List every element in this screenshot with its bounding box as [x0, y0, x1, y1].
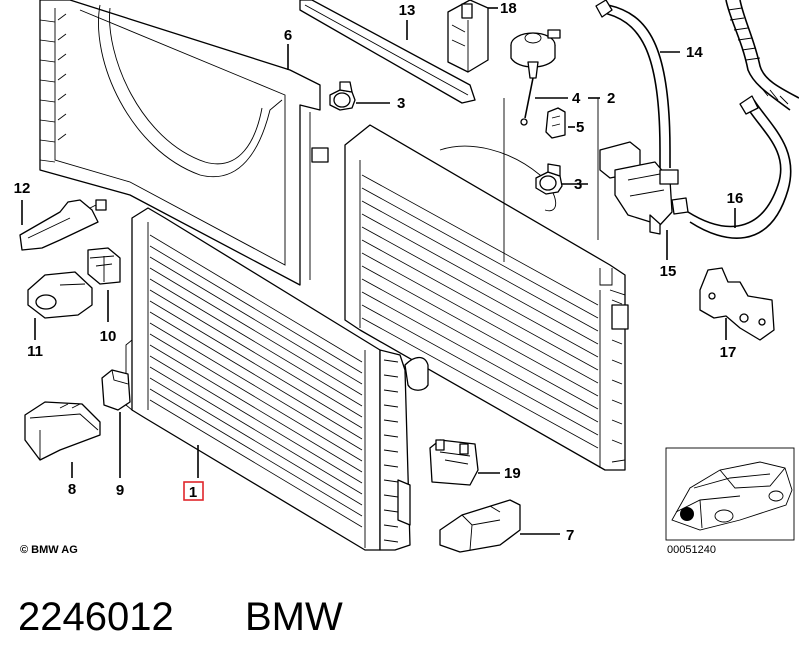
- callout-16: 16: [727, 190, 744, 207]
- vacuum-hose-upper: [595, 0, 671, 168]
- callout-11: 11: [27, 343, 43, 360]
- diagram-code: 00051240: [667, 544, 716, 556]
- copyright-text: © BMW AG: [20, 544, 78, 556]
- fan-shroud: [39, 0, 329, 286]
- bracket-left: [19, 199, 107, 251]
- callout-5: 5: [576, 119, 584, 136]
- air-duct-left: [24, 401, 101, 461]
- callout-9: 9: [116, 482, 124, 499]
- callout-14: 14: [686, 44, 703, 61]
- highlighted-callout-1: 1: [183, 481, 204, 501]
- vacuum-hose-lower: [687, 95, 792, 239]
- solenoid-valve: [599, 141, 689, 235]
- callout-4: 4: [572, 90, 581, 107]
- corrugated-hose: [725, 0, 799, 111]
- callout-7: 7: [566, 527, 574, 544]
- brand-name: BMW: [245, 595, 343, 639]
- location-marker: [680, 507, 694, 521]
- plastic-rivet-lower: [535, 163, 563, 195]
- connector: [447, 0, 489, 73]
- air-duct-right: [439, 499, 521, 553]
- plastic-rivet-upper: [329, 81, 356, 111]
- callout-18: 18: [500, 0, 517, 17]
- spring-clip: [545, 107, 566, 139]
- highlight-box: [183, 481, 204, 501]
- callout-1: 1: [189, 484, 197, 501]
- leader-lines: [21, 7, 736, 535]
- rubber-mount: [87, 247, 121, 285]
- radiator-bracket: [429, 439, 479, 486]
- vacuum-actuator: [510, 29, 561, 126]
- callout-6: 6: [284, 27, 292, 44]
- auxiliary-radiator: [344, 124, 629, 471]
- callout-2: 2: [607, 90, 615, 107]
- part-number: 2246012: [18, 595, 174, 639]
- callout-19: 19: [504, 465, 521, 482]
- callout-13: 13: [399, 2, 416, 19]
- mounting-bracket: [699, 267, 775, 341]
- rubber-buffer: [101, 369, 131, 411]
- callout-3-lower: 3: [574, 176, 582, 193]
- rubber-strip: [299, 0, 476, 104]
- callout-8: 8: [68, 481, 76, 498]
- support-mount: [27, 271, 93, 319]
- callout-17: 17: [720, 344, 737, 361]
- callout-12: 12: [14, 180, 31, 197]
- main-radiator: [125, 207, 429, 551]
- callout-labels: 13 6 18 3 4 2 5 3 14 16 15 17 12 10 11 9…: [14, 0, 744, 544]
- callout-15: 15: [660, 263, 677, 280]
- callout-3-upper: 3: [397, 95, 405, 112]
- callout-10: 10: [100, 328, 117, 345]
- car-locator-inset: [665, 447, 795, 541]
